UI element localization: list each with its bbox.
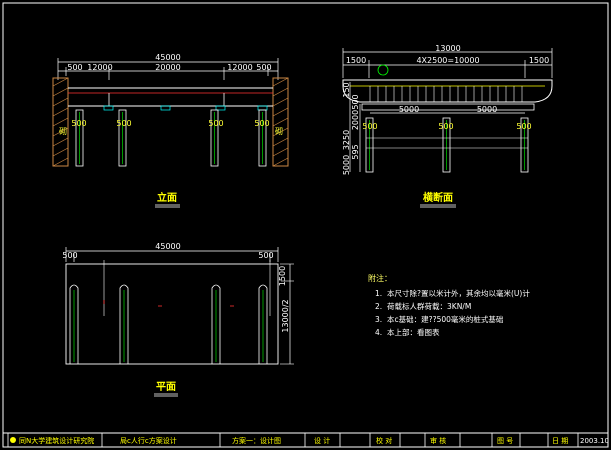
note-4-num: 4.	[375, 328, 382, 337]
title-block: 同N大学建筑设计研究院 局c人行c方案设计 方案一：设计图 设 计 校 对 审 …	[3, 432, 609, 447]
note-1-text: 本尺寸除?置以米计外，其余均以毫米(U)计	[387, 288, 530, 298]
section-pier-label-3: 500	[516, 122, 531, 131]
elevation-view: 45000 500 12000 20000 12000 500	[52, 53, 289, 208]
section-dim-seg-2: 4X2500=10000	[416, 56, 479, 65]
note-4-text: 本上部：看图表	[387, 327, 440, 337]
plan-dim-right: 500	[258, 251, 273, 260]
plan-dim-left: 500	[62, 251, 77, 260]
plan-view: 45000 500 500 13000/2	[62, 242, 294, 397]
section-pier-label-2: 500	[438, 122, 453, 131]
left-abutment	[52, 77, 69, 167]
note-2-num: 2.	[375, 302, 382, 311]
elev-left-tag: 砌	[59, 127, 67, 136]
right-abutment	[272, 77, 289, 167]
section-span-2: 5000	[477, 105, 497, 114]
section-vdim-2: 500	[351, 94, 360, 109]
elev-pier-label-2: 500	[116, 119, 131, 128]
title-project: 局c人行c方案设计	[120, 436, 177, 445]
elev-pier-label-1: 500	[71, 119, 86, 128]
note-3-text: 本c基础：建??500毫米的桩式基础	[387, 314, 503, 324]
notes-title: 附注：	[368, 273, 392, 283]
section-vdim-1: 150	[342, 82, 351, 97]
title-date-value: 2003.10	[580, 437, 609, 445]
elev-dim-seg-3: 20000	[155, 63, 180, 72]
title-check: 校 对	[376, 436, 392, 445]
elev-dim-seg-4: 12000	[227, 63, 252, 72]
elev-dim-seg-1: 500	[67, 63, 82, 72]
section-caption: 横断面	[423, 191, 453, 204]
section-dim-seg-3: 1500	[529, 56, 549, 65]
elev-pier-label-3: 500	[208, 119, 223, 128]
section-vdim-3: 2000	[351, 110, 360, 130]
section-vdim-5: 595	[351, 144, 360, 159]
notes-block: 附注： 1. 本尺寸除?置以米计外，其余均以毫米(U)计 2. 荷载标人群荷载：…	[368, 273, 530, 337]
section-pier-label-1: 500	[362, 122, 377, 131]
cross-section-view: 13000 1500 4X2500=10000 1500 5000 5000	[342, 44, 553, 208]
elev-dim-seg-2: 12000	[87, 63, 112, 72]
svg-text:1500: 1500	[278, 266, 287, 286]
section-dim-seg-1: 1500	[346, 56, 366, 65]
elev-dim-total: 45000	[155, 53, 180, 62]
note-2-text: 荷载标人群荷载：3KN/M	[387, 301, 471, 311]
title-number: 图 号	[497, 437, 513, 445]
plan-dim-total: 45000	[155, 242, 180, 251]
elev-pier-label-4: 500	[254, 119, 269, 128]
section-span-1: 5000	[399, 105, 419, 114]
plan-side-dim: 13000/2	[281, 299, 290, 332]
section-dim-total: 13000	[435, 44, 460, 53]
plan-outline	[65, 263, 279, 365]
title-review: 审 核	[430, 436, 446, 445]
title-design: 设 计	[314, 436, 330, 445]
title-org: 同N大学建筑设计研究院	[19, 436, 94, 445]
title-date-label: 日 期	[552, 437, 568, 445]
title-drawing: 方案一：设计图	[232, 436, 281, 445]
section-vdim-4: 3250	[342, 130, 351, 150]
note-1-num: 1.	[375, 289, 382, 298]
elev-dim-seg-5: 500	[256, 63, 271, 72]
plan-caption: 平面	[156, 381, 176, 393]
elev-right-tag: 砌	[275, 127, 283, 136]
note-3-num: 3.	[375, 315, 382, 324]
elevation-caption: 立面	[157, 191, 177, 204]
section-vdim-6: 5000	[342, 155, 351, 175]
